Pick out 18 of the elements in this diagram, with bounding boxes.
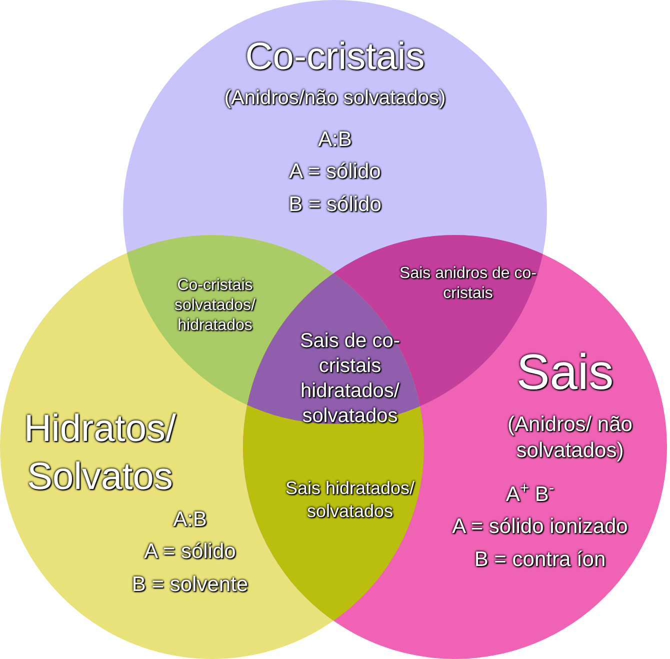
overlap-label: Sais anidros de co-cristais [398,264,538,304]
set-title: Sais [515,343,615,402]
set-text: (Anidros/ não solvatados) [506,412,634,464]
set-text: A = sólido [288,158,382,185]
overlap-label: Sais hidratados/ solvatados [285,477,415,522]
set-text: B = contra íon [473,546,607,573]
set-title: Hidratos/ Solvatos [22,407,178,500]
set-text: (Anidros/não solvatados) [223,86,447,111]
set-text: A$^{+}$ B$^{-}$ [504,482,556,508]
set-text: A:B [172,506,208,533]
overlap-label: Co-cristais solvatados/ hidratados [174,276,256,336]
set-title: Co-cristais [244,35,426,80]
overlap-label: Sais de co-cristais hidratados/ solvatados [298,328,402,429]
set-text: A:B [317,126,353,153]
set-text: B = sólido [288,192,382,218]
set-text: A = sólido ionizado [451,514,629,540]
set-text: B = solvente [130,572,250,598]
set-text: A = sólido [143,538,237,565]
